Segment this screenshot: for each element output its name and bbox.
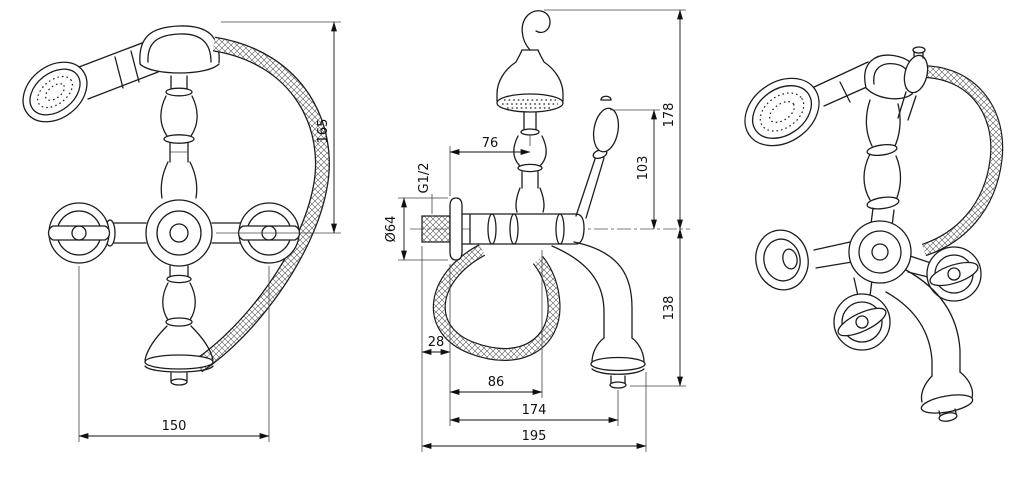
side-dim-lower-height: 138 [630,228,686,387]
front-dim-width-label: 150 [162,419,187,434]
wall-escutcheon-perspective [755,229,853,291]
side-dim-upper-height: 178 [544,9,686,230]
side-dim-top-offset: 76 [449,134,531,196]
front-view-drawing: 165 150 [22,21,341,442]
side-dim-overall-depth: 195 [421,372,647,452]
side-dim-lower-height-label: 138 [662,296,677,321]
spout-side [551,241,646,389]
side-view-drawing: 76 G1/2 Ø64 103 178 138 [384,9,690,452]
wall-connection [421,197,471,261]
side-dim-flange-diameter-label: Ø64 [384,216,399,243]
side-dim-body-depth: 86 [449,250,543,398]
body-perspective [848,220,935,297]
hand-shower [22,39,159,123]
side-dim-top-offset-label: 76 [482,136,499,151]
spout [144,265,214,386]
side-dim-lever-height: 103 [610,109,660,230]
side-dim-thread: G1/2 [417,163,433,214]
hose-loop-side [432,244,561,361]
body-side [469,213,585,245]
hand-shower-side [496,10,564,136]
right-handle-perspective [926,246,982,302]
hose-perspective [909,65,1004,257]
side-dim-lever-height-label: 103 [636,156,651,181]
side-dim-spout-reach: 174 [449,390,619,426]
shower-cradle [139,25,220,74]
lever-handle-perspective [897,46,929,121]
cradle-side [513,135,547,213]
side-dim-flange-diameter: Ø64 [384,197,448,261]
thread-nipple [421,215,451,243]
side-dim-thread-label: G1/2 [417,163,432,194]
side-dim-thread-length-label: 28 [428,335,445,350]
hand-shower-perspective [744,61,879,147]
riser-column [160,75,198,199]
side-dim-body-depth-label: 86 [488,375,505,390]
side-dim-upper-height-label: 178 [662,103,677,128]
front-handle-perspective [833,293,891,351]
side-dim-thread-length: 28 [421,246,451,452]
column-perspective [863,99,902,227]
spout-perspective [885,269,974,422]
shower-hose [193,36,330,373]
front-dim-height-label: 165 [316,119,331,144]
perspective-view-drawing [744,46,1004,422]
side-dim-overall-depth-label: 195 [522,429,547,444]
front-dim-width: 150 [78,266,270,442]
left-handle [47,202,111,264]
side-dim-spout-reach-label: 174 [522,403,547,418]
front-dim-height: 165 [216,21,341,234]
lever-handle-side [575,95,620,219]
